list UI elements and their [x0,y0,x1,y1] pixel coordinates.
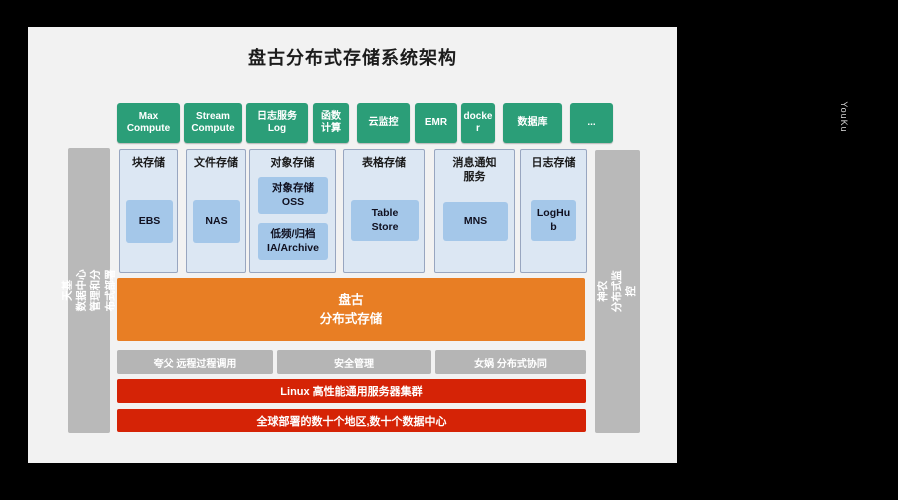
sidebar-shennong-monitor: 神农 分布式监控 [595,150,640,433]
service-box-log-service: 日志服务 Log [246,103,308,143]
column-message-service: 消息通知 服务 MNS [434,149,515,273]
service-box-docker: docke r [461,103,495,143]
column-header: 对象存储 [270,157,315,169]
column-log-storage: 日志存储 LogHu b [520,149,587,273]
infra-linux-cluster: Linux 高性能通用服务器集群 [117,379,586,403]
service-box-more: ... [570,103,613,143]
product-box-oss: 对象存储 OSS [258,177,328,214]
column-table-storage: 表格存储 Table Store [343,149,425,273]
service-box-max-compute: Max Compute [117,103,180,143]
middleware-security: 安全管理 [277,350,431,374]
column-header: 块存储 [132,157,165,169]
sidebar-tianji-deployment: 天基 数据中心管理和分布式部署 [62,148,116,433]
middleware-kuafu-rpc: 夸父 远程过程调用 [117,350,273,374]
product-box-ia-archive: 低频/归档 IA/Archive [258,223,328,260]
column-block-storage: 块存储 EBS [119,149,178,273]
infra-global-datacenters: 全球部署的数十个地区,数十个数据中心 [117,409,586,432]
service-box-database: 数据库 [503,103,562,143]
column-header: 文件存储 [194,157,238,169]
service-box-stream-compute: Stream Compute [184,103,242,143]
column-file-storage: 文件存储 NAS [186,149,246,273]
product-box-table-store: Table Store [351,200,419,241]
product-box-nas: NAS [193,200,240,243]
sidebar-label: 神农 分布式监控 [597,270,638,313]
page-title: 盘古分布式存储系统架构 [248,48,457,68]
column-object-storage: 对象存储 对象存储 OSS 低频/归档 IA/Archive [249,149,336,273]
column-header: 消息通知 服务 [452,157,497,183]
product-box-mns: MNS [443,202,508,241]
service-box-emr: EMR [415,103,457,143]
column-header: 日志存储 [531,157,576,169]
middleware-nuwa-coordination: 女娲 分布式协同 [435,350,586,374]
pangu-core-layer: 盘古 分布式存储 [117,278,585,341]
column-header: 表格存储 [362,157,406,169]
watermark: YouKu [839,101,849,133]
product-box-loghub: LogHu b [531,200,576,241]
service-box-function-compute: 函数 计算 [313,103,349,143]
service-box-cloud-monitor: 云监控 [357,103,410,143]
sidebar-label: 天基 数据中心管理和分布式部署 [61,269,117,312]
product-box-ebs: EBS [126,200,173,243]
